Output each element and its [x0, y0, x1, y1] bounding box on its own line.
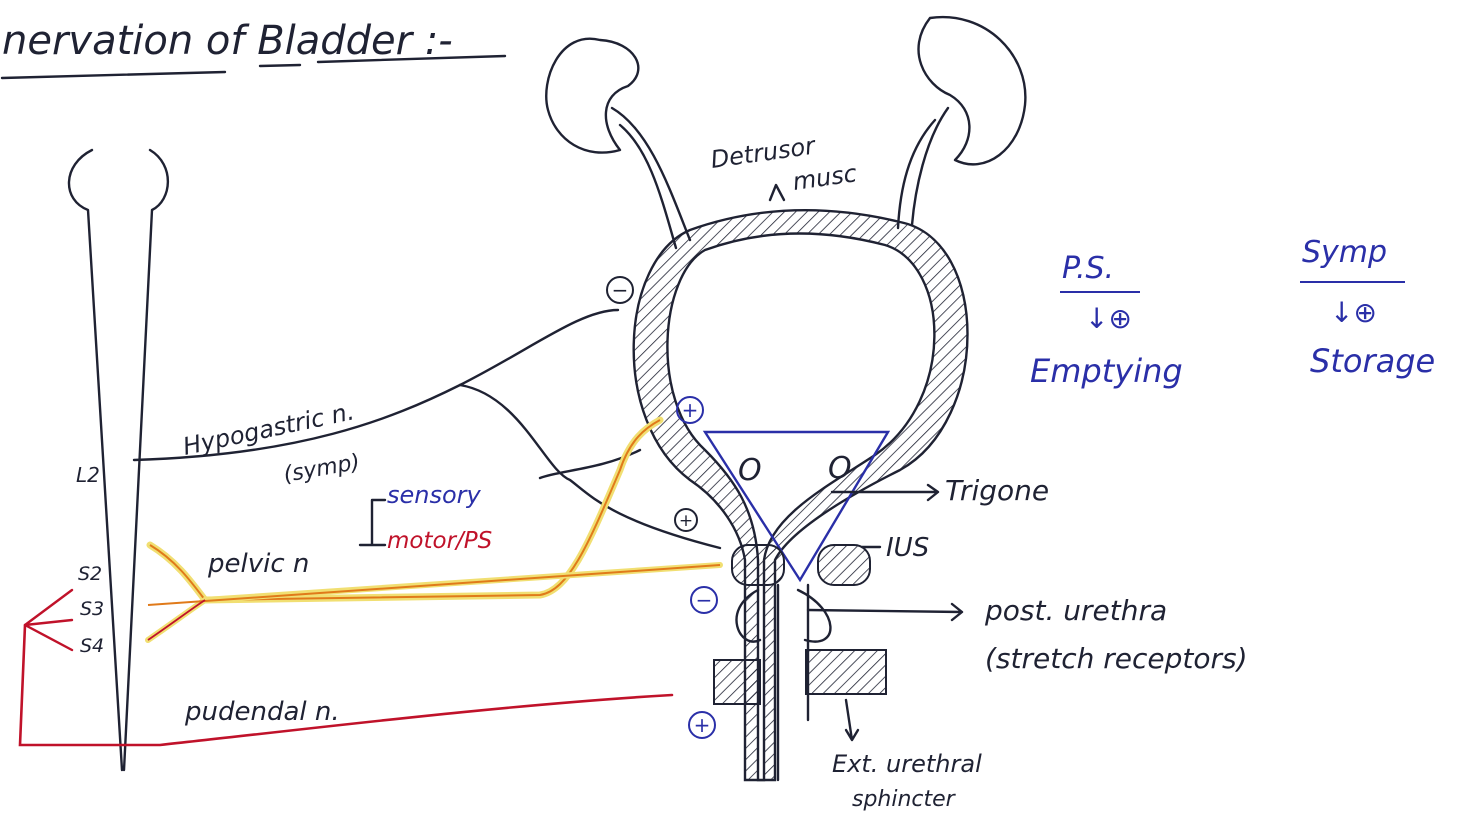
- legend-sympathetic: Symp ↓⊕ Storage: [1300, 235, 1435, 380]
- legend-ps-sign: ↓⊕: [1085, 302, 1132, 335]
- svg-text:+: +: [694, 713, 711, 737]
- post-urethra-label: post. urethra: [984, 594, 1167, 627]
- right-kidney: [919, 17, 1026, 164]
- ext-sphincter-label: sphincter: [852, 787, 957, 812]
- detrusor-label-2: musc: [791, 159, 859, 196]
- detrusor-arrow: [770, 185, 784, 200]
- hypogastric-symp-label: (symp): [282, 450, 362, 488]
- pelvic-label: pelvic n: [207, 549, 309, 579]
- svg-text:−: −: [696, 588, 713, 612]
- trigone-label: Trigone: [945, 474, 1049, 507]
- ext-urethral-label: Ext. urethral: [832, 750, 982, 778]
- right-ureter: [898, 108, 948, 228]
- sensory-label: sensory: [387, 481, 482, 509]
- s2-label: S2: [78, 563, 102, 585]
- sign-plus-ius: +: [675, 509, 697, 531]
- s3-label: S3: [80, 598, 104, 620]
- sign-minus-hypogastric: −: [607, 277, 633, 303]
- s4-label: S4: [80, 635, 104, 657]
- ius-label: IUS: [886, 533, 929, 563]
- post-urethra-arrow: [808, 604, 962, 620]
- diagram-title: nervation of Bladder :-: [2, 18, 453, 64]
- legend-parasympathetic: P.S. ↓⊕ Emptying: [1030, 251, 1183, 390]
- legend-ps-effect: Emptying: [1030, 352, 1183, 390]
- pudendal-label: pudendal n.: [184, 697, 340, 727]
- l2-label: L2: [76, 463, 100, 487]
- ureter-orifice-left: O: [738, 453, 762, 488]
- hypogastric-label: Hypogastric n.: [180, 397, 356, 461]
- legend-symp-effect: Storage: [1310, 342, 1435, 380]
- sign-plus-ext: +: [689, 712, 715, 738]
- legend-symp-head: Symp: [1302, 235, 1387, 270]
- left-ureter: [612, 108, 690, 248]
- ureter-orifice-right: O: [828, 451, 852, 486]
- sensory-motor-bracket: [360, 500, 385, 545]
- svg-text:+: +: [679, 511, 693, 531]
- ext-sphincter-arrow: [846, 700, 858, 740]
- stretch-receptors-label: (stretch receptors): [985, 642, 1248, 675]
- left-kidney: [546, 39, 638, 153]
- pudendal-roots: [25, 590, 72, 650]
- sign-minus-ius: −: [691, 587, 717, 613]
- legend-ps-head: P.S.: [1062, 251, 1114, 286]
- urethra: [778, 585, 808, 780]
- svg-text:−: −: [612, 278, 629, 302]
- legend-symp-sign: ↓⊕: [1330, 296, 1377, 329]
- svg-text:+: +: [682, 398, 699, 422]
- bladder: [634, 210, 968, 780]
- motor-label: motor/PS: [387, 528, 492, 554]
- external-urethral-sphincter: [714, 650, 886, 704]
